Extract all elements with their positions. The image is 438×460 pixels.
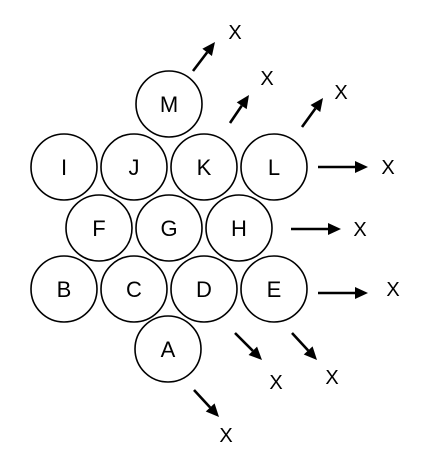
arrow-e-right-out: X — [318, 279, 400, 301]
node-circle — [100, 255, 168, 323]
node-circle — [30, 255, 98, 323]
arrow-shaft — [191, 51, 209, 72]
arrow-d-down-out: X — [234, 332, 283, 394]
node-c: C — [100, 255, 168, 323]
arrow-head-icon — [236, 95, 249, 110]
arrow-head-icon — [355, 161, 368, 173]
arrow-head-icon — [205, 403, 219, 417]
node-label: L — [268, 155, 280, 180]
node-k: K — [170, 133, 238, 201]
node-label: F — [92, 216, 105, 241]
node-circle — [170, 133, 238, 201]
node-label: K — [197, 155, 212, 180]
arrow-shaft — [300, 107, 317, 128]
node-circle — [205, 194, 273, 262]
arrow-h-right-out: X — [291, 219, 367, 241]
node-d: D — [170, 255, 238, 323]
arrow-label: X — [353, 219, 366, 241]
arrow-shaft — [193, 389, 212, 409]
node-label: I — [61, 155, 67, 180]
arrow-label: X — [325, 367, 338, 389]
arrow-label: X — [228, 22, 241, 44]
arrow-label: X — [381, 157, 394, 179]
node-label: J — [129, 155, 140, 180]
node-e: E — [240, 255, 308, 323]
node-circle — [135, 194, 203, 262]
arrow-shaft — [228, 105, 243, 124]
node-label: E — [267, 277, 282, 302]
node-circle — [65, 194, 133, 262]
node-m: M — [135, 70, 203, 138]
node-label: D — [196, 277, 212, 302]
arrow-a-down-out: X — [193, 389, 233, 447]
node-circle — [240, 133, 308, 201]
arrow-m-out: X — [191, 22, 242, 72]
node-label: M — [160, 92, 178, 117]
arrow-label: X — [269, 372, 282, 394]
node-l: L — [240, 133, 308, 201]
node-b: B — [30, 255, 98, 323]
arrow-shaft — [234, 332, 254, 352]
node-circle — [240, 255, 308, 323]
node-circle — [30, 133, 98, 201]
arrow-label: X — [334, 82, 347, 104]
node-a: A — [134, 315, 202, 383]
node-circle — [135, 70, 203, 138]
arrow-k-out: X — [228, 68, 274, 124]
arrow-label: X — [260, 68, 273, 90]
arrow-head-icon — [303, 346, 317, 360]
node-j: J — [100, 133, 168, 201]
arrow-head-icon — [355, 287, 368, 299]
arrow-head-icon — [328, 223, 341, 235]
arrow-label: X — [386, 279, 399, 301]
arrow-head-icon — [248, 346, 262, 360]
arrow-l-up-out: X — [300, 82, 348, 128]
arrow-e-down-out: X — [291, 332, 339, 389]
node-label: B — [57, 277, 72, 302]
arrow-head-icon — [202, 42, 215, 56]
node-label: A — [161, 337, 176, 362]
node-label: C — [126, 277, 142, 302]
node-g: G — [135, 194, 203, 262]
node-i: I — [30, 133, 98, 201]
arrow-l-right-out: X — [318, 157, 395, 179]
node-circle — [170, 255, 238, 323]
arrow-shaft — [291, 332, 310, 352]
node-label: H — [231, 216, 247, 241]
arrow-head-icon — [310, 98, 323, 113]
node-h: H — [205, 194, 273, 262]
arrow-label: X — [219, 425, 232, 447]
node-f: F — [65, 194, 133, 262]
node-circle — [134, 315, 202, 383]
node-circle — [100, 133, 168, 201]
node-label: G — [160, 216, 177, 241]
